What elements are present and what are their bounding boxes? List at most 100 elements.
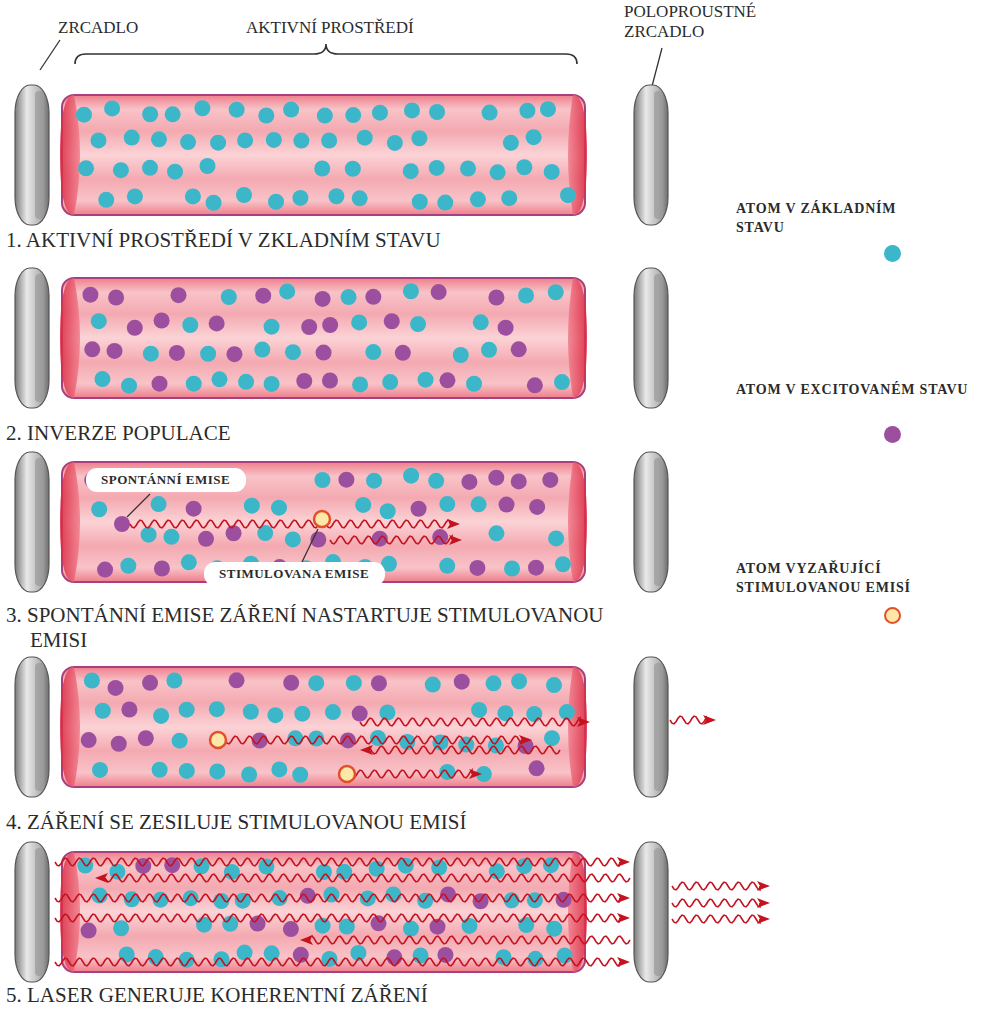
- mirror: [634, 842, 668, 982]
- atom: [166, 673, 182, 689]
- atom: [283, 102, 299, 118]
- atom: [315, 291, 331, 307]
- light-wave: [225, 736, 522, 744]
- legend-swatch: [884, 607, 901, 624]
- atom: [243, 704, 259, 720]
- leader-line: [40, 40, 60, 70]
- atom: [97, 562, 113, 578]
- atom: [386, 949, 402, 965]
- atom: [271, 761, 287, 777]
- light-wave: [370, 746, 560, 754]
- atom: [255, 288, 271, 304]
- atom: [308, 675, 324, 691]
- laser-panel: [15, 452, 668, 592]
- atom: [185, 188, 201, 204]
- atom: [148, 949, 164, 965]
- atom: [338, 472, 354, 488]
- light-wave: [672, 899, 760, 907]
- atom: [529, 760, 545, 776]
- atom: [429, 160, 445, 176]
- atom: [485, 675, 501, 691]
- atom: [544, 164, 560, 180]
- active-medium-tube: [62, 278, 585, 398]
- atom: [321, 133, 337, 149]
- tube-end: [60, 278, 80, 398]
- mirror-edge: [35, 274, 44, 402]
- atom: [179, 763, 195, 779]
- atom: [340, 732, 356, 748]
- atom: [527, 377, 543, 393]
- atom: [121, 702, 137, 718]
- atom: [293, 133, 309, 149]
- atom: [179, 952, 195, 968]
- atom: [560, 187, 576, 203]
- laser-panel: [15, 85, 668, 225]
- atom: [548, 284, 564, 300]
- atom: [127, 320, 143, 336]
- arrowhead: [757, 898, 770, 908]
- atom: [124, 130, 140, 146]
- atom: [301, 319, 317, 335]
- atom: [104, 100, 120, 116]
- mirror-edge: [654, 848, 663, 976]
- active-medium-tube: [62, 95, 585, 215]
- arrowhead: [703, 715, 716, 725]
- atom: [322, 372, 338, 388]
- atom: [154, 561, 170, 577]
- atom: [76, 107, 92, 123]
- light-wave: [350, 770, 472, 778]
- atom: [237, 132, 253, 148]
- atom: [142, 160, 158, 176]
- mirror-edge: [654, 663, 663, 791]
- arrowhead: [577, 717, 590, 727]
- label: 1. AKTIVNÍ PROSTŘEDÍ V ZKLADNÍM STAVU: [6, 228, 441, 253]
- label: AKTIVNÍ PROSTŘEDÍ: [246, 18, 414, 38]
- label: 4. ZÁŘENÍ SE ZESILUJE STIMULOVANOU EMISÍ: [6, 810, 466, 835]
- arrowhead: [617, 857, 630, 867]
- atom: [163, 529, 179, 545]
- arrowhead: [360, 745, 373, 755]
- emitting-atom: [210, 732, 226, 748]
- atom: [121, 378, 137, 394]
- atom: [431, 284, 447, 300]
- laser-panel: [15, 657, 716, 797]
- legend-swatch: [884, 426, 901, 443]
- atom: [238, 374, 254, 390]
- tube-end: [568, 667, 587, 787]
- light-wave: [55, 914, 620, 922]
- leader-line: [127, 494, 150, 517]
- atom: [92, 762, 108, 778]
- mirror-edge: [35, 458, 44, 586]
- atom: [387, 135, 403, 151]
- mirror-edge: [654, 458, 663, 586]
- atom: [91, 501, 107, 517]
- atom: [181, 554, 197, 570]
- arrowhead: [617, 893, 630, 903]
- atom: [151, 131, 167, 147]
- atom: [221, 289, 237, 305]
- atom: [418, 372, 434, 388]
- atom: [271, 500, 287, 516]
- arrowhead: [757, 914, 770, 924]
- active-medium-tube: [62, 852, 585, 972]
- atom: [254, 342, 270, 358]
- mirror: [15, 842, 49, 982]
- atom: [170, 287, 186, 303]
- legend-swatch: [884, 245, 901, 262]
- atom: [182, 317, 198, 333]
- atom: [366, 473, 382, 489]
- atom: [209, 763, 225, 779]
- callout-box: SPONTÁNNÍ EMISE: [86, 468, 246, 492]
- atom: [143, 346, 159, 362]
- atom: [283, 921, 299, 937]
- atom: [548, 530, 564, 546]
- light-wave: [672, 882, 760, 890]
- atom: [154, 312, 170, 328]
- atom: [210, 135, 226, 151]
- atom: [511, 341, 527, 357]
- atom: [488, 470, 504, 486]
- atom: [292, 190, 308, 206]
- atom: [211, 371, 227, 387]
- atom: [285, 531, 301, 547]
- atom: [516, 159, 532, 175]
